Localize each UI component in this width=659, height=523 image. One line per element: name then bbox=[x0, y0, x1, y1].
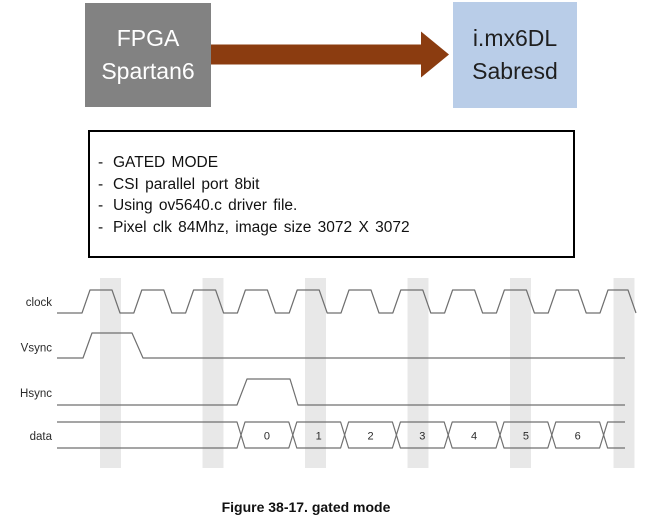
data-value-label: 0 bbox=[264, 431, 270, 443]
note-item: -CSI parallel port 8bit bbox=[98, 174, 573, 196]
note-text: Using ov5640.c driver file. bbox=[113, 197, 298, 214]
note-bullet: - bbox=[98, 154, 104, 171]
clock-waveform bbox=[57, 289, 637, 314]
vsync-waveform bbox=[57, 332, 625, 359]
note-bullet: - bbox=[98, 218, 104, 236]
note-item: -GATED MODE bbox=[98, 152, 573, 174]
data-bus-line bbox=[57, 421, 625, 449]
signal-label: data bbox=[30, 431, 53, 443]
signal-label: clock bbox=[26, 297, 52, 309]
arrow-shaft bbox=[211, 44, 423, 65]
sample-band bbox=[407, 278, 429, 468]
fpga-box-line1: FPGA bbox=[116, 25, 180, 51]
notes-box: -GATED MODE-CSI parallel port 8bit-Using… bbox=[88, 130, 575, 258]
sample-band bbox=[613, 278, 635, 468]
imx-box-line2: Sabresd bbox=[472, 58, 558, 84]
note-item: -Using ov5640.c driver file. bbox=[98, 195, 573, 217]
note-text: Pixel clk 84Mhz, image size 3072 X 3072 bbox=[113, 218, 410, 236]
signal-label: Hsync bbox=[20, 388, 52, 400]
arrow-head bbox=[421, 31, 449, 78]
sample-band bbox=[305, 278, 326, 468]
data-bus-line bbox=[57, 421, 625, 449]
data-value-label: 2 bbox=[367, 431, 373, 443]
arrow-right-icon bbox=[211, 31, 449, 78]
imx-box: i.mx6DL Sabresd bbox=[453, 2, 577, 108]
note-text: CSI parallel port 8bit bbox=[113, 175, 260, 193]
note-bullet: - bbox=[98, 175, 104, 193]
notes-list: -GATED MODE-CSI parallel port 8bit-Using… bbox=[98, 152, 573, 238]
imx-box-line1: i.mx6DL bbox=[472, 25, 558, 51]
sample-band bbox=[510, 278, 531, 468]
fpga-box-line2: Spartan6 bbox=[101, 58, 195, 84]
sample-band bbox=[100, 278, 121, 468]
data-value-label: 3 bbox=[419, 431, 425, 443]
signal-label: Vsync bbox=[21, 343, 53, 355]
data-value-label: 6 bbox=[575, 431, 581, 443]
sample-band bbox=[202, 278, 224, 468]
data-value-label: 5 bbox=[523, 431, 529, 443]
note-item: -Pixel clk 84Mhz, image size 3072 X 3072 bbox=[98, 217, 573, 239]
data-value-label: 1 bbox=[316, 431, 322, 443]
fpga-box: FPGA Spartan6 bbox=[85, 3, 211, 107]
figure-caption: Figure 38-17. gated mode bbox=[221, 499, 391, 515]
data-value-label: 4 bbox=[471, 431, 477, 443]
hsync-waveform bbox=[57, 378, 625, 406]
note-bullet: - bbox=[98, 197, 104, 214]
note-text: GATED MODE bbox=[113, 154, 219, 171]
